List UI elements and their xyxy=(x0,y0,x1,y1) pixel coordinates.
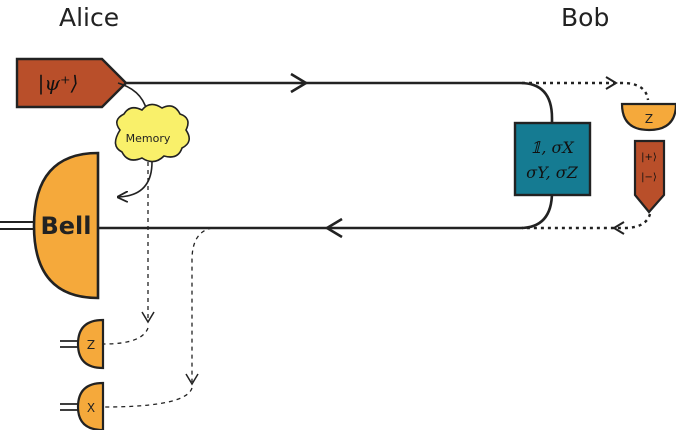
memory-to-z-arrow xyxy=(141,311,155,324)
bob-z-detector-label: Z xyxy=(645,112,653,126)
bob-z-detector xyxy=(620,102,676,132)
state-source xyxy=(15,57,128,109)
bob-source-plus: |+⟩ xyxy=(641,152,657,163)
alice-label: Alice xyxy=(59,3,119,32)
bob-label: Bob xyxy=(561,3,609,32)
top-channel-arrow xyxy=(290,72,309,94)
memory-cloud xyxy=(114,103,190,163)
pauli-operation-box xyxy=(513,121,592,197)
operation-line-2: σY, σZ xyxy=(526,163,579,182)
alice-x-detector xyxy=(76,381,105,430)
bottom-channel-arrow xyxy=(324,217,343,239)
bell-label: Bell xyxy=(40,212,91,240)
bob-dotted-path-bottom xyxy=(522,213,652,230)
channel-to-x-arrow xyxy=(185,373,199,386)
bell-detector xyxy=(32,151,100,300)
bob-source-minus: |−⟩ xyxy=(641,172,657,183)
bob-dotted-arrow-bottom xyxy=(612,221,625,235)
memory-to-bell-arrow xyxy=(118,161,153,197)
bob-source xyxy=(633,139,666,214)
alice-z-detector xyxy=(76,318,105,370)
bob-dotted-arrow-top xyxy=(605,76,618,90)
alice-x-detector-label: X xyxy=(87,401,95,415)
bob-dotted-path-top xyxy=(522,81,650,101)
channel-to-x-dashed-line xyxy=(191,227,213,382)
alice-z-detector-label: Z xyxy=(87,338,95,352)
operation-line-1: 𝟙, σX xyxy=(530,138,574,157)
z-detector-dashed-line xyxy=(103,327,149,345)
x-detector-dashed-line xyxy=(103,387,193,408)
state-label: |ψ⁺⟩ xyxy=(38,71,79,96)
memory-label: Memory xyxy=(126,132,171,145)
